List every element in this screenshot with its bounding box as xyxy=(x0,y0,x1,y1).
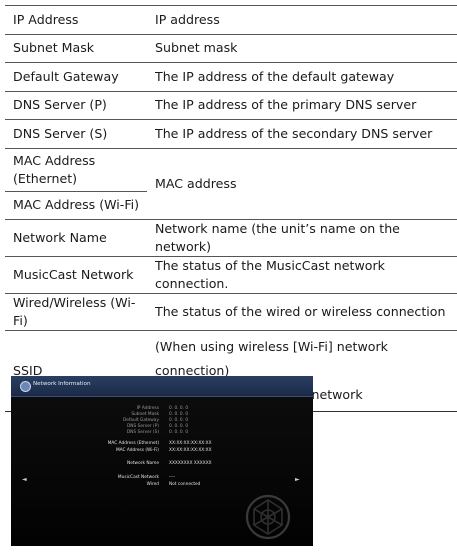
info-value: Not connected xyxy=(169,482,201,487)
table-row: MAC Address (Wi-Fi) xyxy=(5,190,457,220)
table-row: DNS Server (S) The IP address of the sec… xyxy=(5,119,457,149)
row-label: DNS Server (S) xyxy=(5,119,147,149)
row-label: Subnet Mask xyxy=(5,33,147,63)
info-label: MAC Address (Wi-Fi) xyxy=(115,448,159,453)
info-label: MusicCast Network xyxy=(117,475,159,480)
info-row: Network Name XXXXXXXX XXXXXX xyxy=(11,461,313,467)
info-label: DNS Server (P) xyxy=(126,424,159,429)
info-label: Network Name xyxy=(127,461,159,466)
table-row: Wired/Wireless (Wi-Fi) The status of the… xyxy=(5,293,457,331)
info-row: DNS Server (S) 0. 0. 0. 0 xyxy=(11,430,313,436)
info-row: MAC Address (Ethernet) XX:XX:XX:XX:XX:XX xyxy=(11,441,313,447)
table-row: Default Gateway The IP address of the de… xyxy=(5,62,457,92)
info-value: 0. 0. 0. 0 xyxy=(169,412,189,417)
arrow-right-icon[interactable]: ► xyxy=(295,476,300,483)
network-info-table: IP Address IP address Subnet Mask Subnet… xyxy=(5,5,457,412)
table-row: MAC Address (Ethernet) MAC address xyxy=(5,147,457,220)
info-value: XXXXXXXX XXXXXX xyxy=(169,461,212,466)
row-value: The IP address of the secondary DNS serv… xyxy=(147,119,457,149)
row-label: Network Name xyxy=(5,219,147,257)
info-value: XX:XX:XX:XX:XX:XX xyxy=(169,441,212,446)
arrow-left-icon[interactable]: ◄ xyxy=(22,476,27,483)
row-value: The IP address of the default gateway xyxy=(147,62,457,92)
network-information-screenshot: Network Information ◄ ► IP Address 0. 0.… xyxy=(11,376,313,546)
info-row: MusicCast Network ---- xyxy=(11,475,313,481)
info-value: 0. 0. 0. 0 xyxy=(169,406,189,411)
screen-title: Network Information xyxy=(33,381,91,387)
info-label: MAC Address (Ethernet) xyxy=(107,441,159,446)
row-label: DNS Server (P) xyxy=(5,90,147,120)
table-row: Subnet Mask Subnet mask xyxy=(5,33,457,63)
info-value: 0. 0. 0. 0 xyxy=(169,430,189,435)
musiccast-logo-icon xyxy=(245,494,291,540)
row-label: MusicCast Network xyxy=(5,256,147,294)
row-value-line: (When using wireless [Wi-Fi] network con… xyxy=(155,339,388,378)
info-value: 0. 0. 0. 0 xyxy=(169,418,189,423)
row-value: MAC address xyxy=(147,147,457,220)
info-label: IP Address xyxy=(136,406,159,411)
screen-body: ◄ ► IP Address 0. 0. 0. 0 Subnet Mask 0.… xyxy=(11,397,313,546)
row-label: Default Gateway xyxy=(5,62,147,92)
row-value: The status of the wired or wireless conn… xyxy=(147,293,457,331)
info-row: Wired Not connected xyxy=(11,482,313,488)
table-row: IP Address IP address xyxy=(5,5,457,35)
info-label: Subnet Mask xyxy=(131,412,159,417)
row-label: MAC Address (Ethernet) xyxy=(5,147,147,192)
info-row: MAC Address (Wi-Fi) XX:XX:XX:XX:XX:XX xyxy=(11,448,313,454)
info-label: DNS Server (S) xyxy=(126,430,159,435)
row-value: The IP address of the primary DNS server xyxy=(147,90,457,120)
row-value: Subnet mask xyxy=(147,33,457,63)
row-value: Network name (the unit’s name on the net… xyxy=(147,219,457,257)
screen-header: Network Information xyxy=(11,376,313,397)
row-label: Wired/Wireless (Wi-Fi) xyxy=(5,293,147,331)
info-label: Default Gateway xyxy=(122,418,159,423)
info-value: ---- xyxy=(169,475,176,480)
table-row: DNS Server (P) The IP address of the pri… xyxy=(5,90,457,120)
info-value: XX:XX:XX:XX:XX:XX xyxy=(169,448,212,453)
row-value: The status of the MusicCast network conn… xyxy=(147,256,457,294)
row-label: IP Address xyxy=(5,5,147,35)
table-row: MusicCast Network The status of the Musi… xyxy=(5,256,457,294)
table-row: Network Name Network name (the unit’s na… xyxy=(5,219,457,257)
info-row: DNS Server (P) 0. 0. 0. 0 xyxy=(11,424,313,430)
row-value: IP address xyxy=(147,5,457,35)
network-globe-icon xyxy=(20,381,31,392)
info-label: Wired xyxy=(146,482,159,487)
row-label: MAC Address (Wi-Fi) xyxy=(5,190,147,220)
info-row: Subnet Mask 0. 0. 0. 0 xyxy=(11,412,313,418)
info-row: IP Address 0. 0. 0. 0 xyxy=(11,406,313,412)
info-value: 0. 0. 0. 0 xyxy=(169,424,189,429)
info-row: Default Gateway 0. 0. 0. 0 xyxy=(11,418,313,424)
